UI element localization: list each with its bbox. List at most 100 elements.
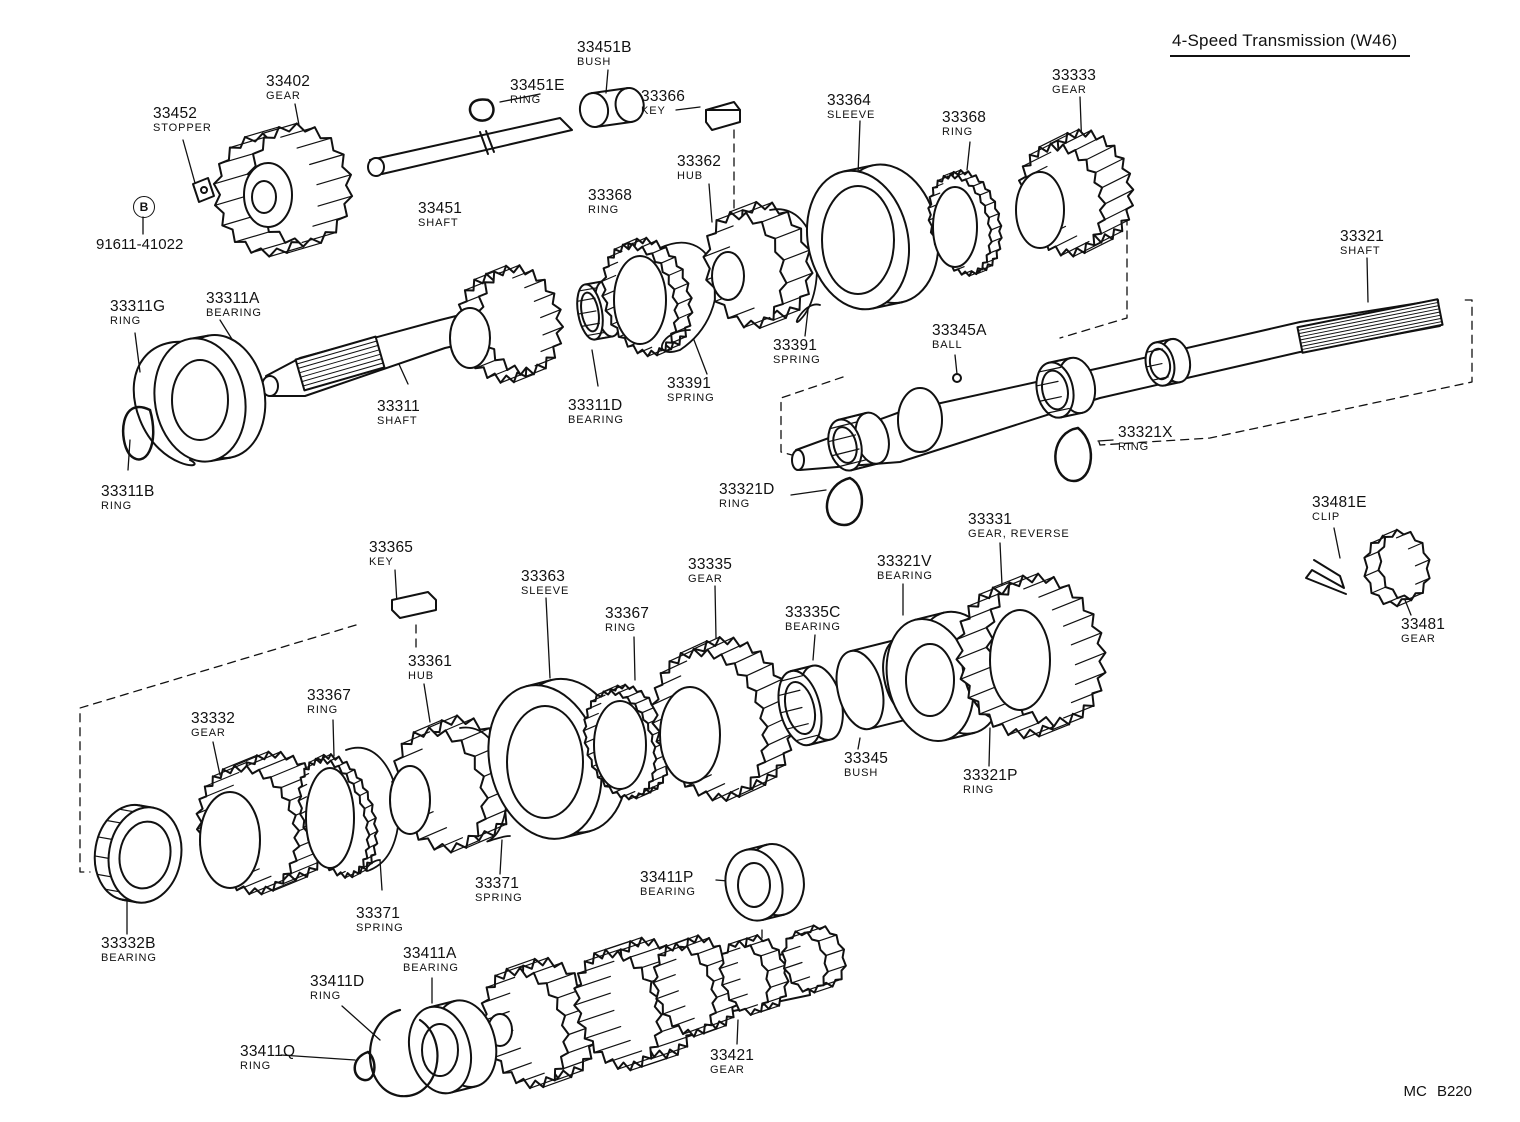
part-name: RING xyxy=(110,314,142,327)
gear-tooth-edge xyxy=(444,717,475,731)
gear-tooth-edge xyxy=(1070,632,1103,646)
cyl-front xyxy=(107,806,183,904)
gear-tooth-edge xyxy=(286,242,322,254)
gear-tooth-edge xyxy=(981,264,993,271)
gear-tooth-edge xyxy=(727,307,755,319)
gear-tooth-edge xyxy=(1051,597,1084,611)
gear-tooth-edge xyxy=(363,803,374,810)
bearing-inner xyxy=(421,1023,459,1077)
roller-needle xyxy=(848,463,877,472)
cyl-edge xyxy=(849,638,898,653)
gear-tooth-edge xyxy=(972,181,984,187)
roller-needle xyxy=(582,281,602,286)
cyl-front xyxy=(153,337,247,463)
gear-tooth-edge xyxy=(943,171,955,177)
part-number: 33366 xyxy=(641,88,686,105)
gear-tooth-edge xyxy=(236,875,272,891)
gear-tooth-edge xyxy=(301,231,337,244)
gear-tooth-edge xyxy=(767,995,787,1003)
gear-tooth-edge xyxy=(749,776,778,790)
bearing-33335C xyxy=(777,664,844,747)
gear-tooth-edge xyxy=(428,714,458,729)
gear-tooth-edge xyxy=(984,201,996,207)
gear-tooth-edge xyxy=(675,934,699,944)
gear-tooth-edge xyxy=(244,126,280,138)
part-name: SPRING xyxy=(356,921,404,934)
roller-needle xyxy=(581,322,601,327)
gear-tooth-edge xyxy=(642,788,658,796)
gear-tooth-edge xyxy=(458,295,480,306)
gear-tooth-edge xyxy=(738,1004,759,1012)
gear-tooth-edge xyxy=(540,309,562,319)
gear-tooth-edge xyxy=(1104,204,1134,221)
gear-tooth-edge xyxy=(720,641,749,655)
gear-tooth-edge xyxy=(1022,151,1052,167)
sleeve-bore xyxy=(506,705,584,819)
ring-33311B xyxy=(121,405,155,461)
gear-tooth-edge xyxy=(596,688,612,696)
gear-tooth-edge xyxy=(512,269,534,279)
gear-tooth-edge xyxy=(673,282,689,290)
gear-33333 xyxy=(1015,128,1135,258)
gear-tooth-edge xyxy=(401,731,431,745)
gear-tooth-edge xyxy=(494,964,524,977)
roller-needle xyxy=(578,287,598,292)
gear-tooth-edge xyxy=(1072,242,1102,258)
spline-groove xyxy=(1299,311,1441,341)
gear-tooth-edge xyxy=(662,1005,686,1015)
gear-tooth-edge xyxy=(652,974,676,984)
part-name: RING xyxy=(588,203,620,216)
spring-wire xyxy=(769,208,821,323)
roller-needle xyxy=(592,335,612,341)
part-name: SHAFT xyxy=(1340,244,1381,257)
part-name: RING xyxy=(942,125,974,138)
gear-tooth-edge xyxy=(519,957,549,969)
gear-tooth-edge xyxy=(491,1047,522,1059)
gear-tooth-edge xyxy=(745,201,773,214)
spline-groove xyxy=(1300,314,1442,344)
gear-tooth-edge xyxy=(604,937,643,951)
leader-line xyxy=(1366,257,1369,303)
leader-line xyxy=(966,141,971,171)
roller-needle xyxy=(97,836,113,840)
part-number: 33368 xyxy=(942,109,987,126)
gear-tooth-edge xyxy=(540,342,562,353)
gear-tooth-edge xyxy=(749,938,770,946)
roller-bore xyxy=(1148,347,1172,381)
part-number: 33451B xyxy=(577,39,632,56)
gear-tooth-edge xyxy=(823,978,843,986)
roller-needle xyxy=(1057,412,1081,419)
gear-tooth-edge xyxy=(546,972,576,984)
leader-line xyxy=(499,93,541,103)
part-name: GEAR xyxy=(191,726,226,739)
gear-tooth-edge xyxy=(607,250,623,258)
leader-line xyxy=(379,859,383,891)
part-name: BUSH xyxy=(577,55,612,68)
gear-tooth-edge xyxy=(806,925,826,933)
gear-tooth-edge xyxy=(1084,238,1114,254)
gear-tooth-edge xyxy=(485,265,507,275)
gear-tooth-edge xyxy=(978,581,1010,596)
gear-tooth-edge xyxy=(620,790,636,799)
gear-tooth-edge xyxy=(711,1016,735,1026)
leader-line xyxy=(591,349,599,387)
gear-tooth-edge xyxy=(1048,235,1078,251)
roller-needle xyxy=(835,413,865,422)
leader-line xyxy=(397,361,409,385)
part-number: 33311G xyxy=(110,298,166,315)
